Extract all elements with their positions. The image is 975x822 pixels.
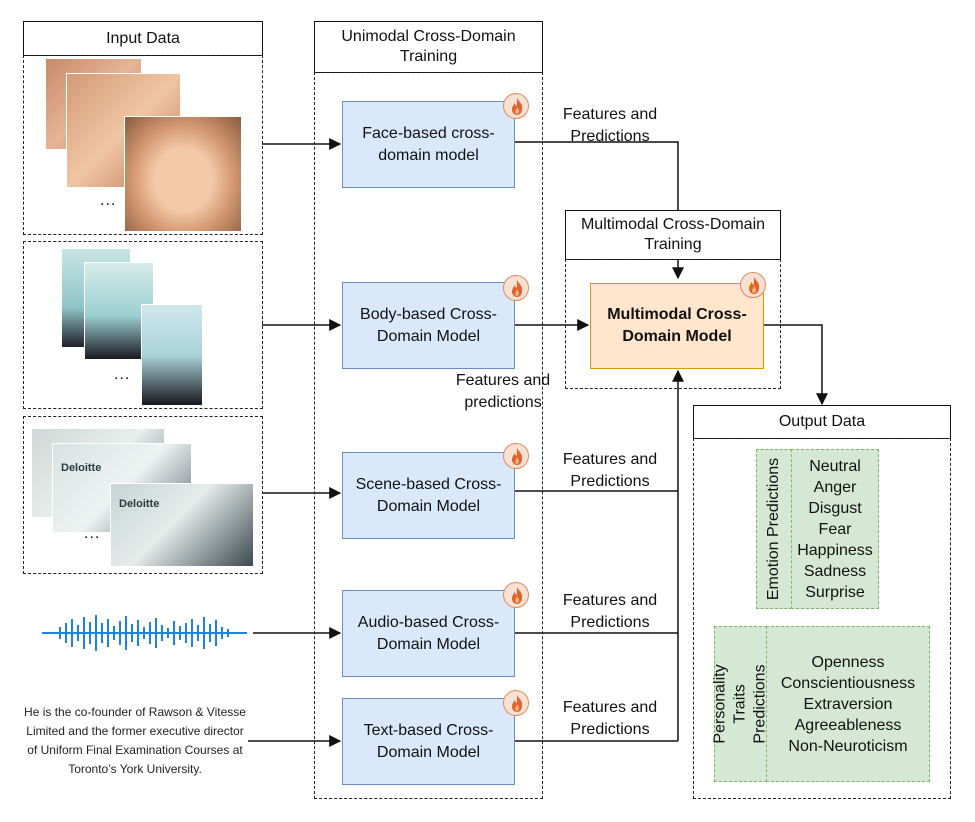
flame-glyph: [512, 695, 523, 712]
fire-icon: [503, 690, 529, 716]
emotion-predictions-list: Neutral Anger Disgust Fear Happiness Sad…: [791, 449, 879, 609]
personality-item: Agreeableness: [794, 716, 902, 734]
emotion-predictions-label: Emotion Predictions: [756, 449, 792, 609]
body-frame-3: [141, 304, 203, 406]
face-frame-3: [124, 116, 242, 232]
emotion-item: Anger: [813, 478, 857, 496]
scene-frames-ellipsis: ...: [84, 525, 101, 542]
flame-glyph: [512, 280, 523, 297]
fire-icon: [740, 272, 766, 298]
emotion-item: Disgust: [808, 499, 862, 517]
emotion-item: Neutral: [809, 457, 861, 475]
emotion-item: Sadness: [803, 562, 867, 580]
body-frames-panel: ...: [23, 241, 263, 409]
flame-glyph: [512, 587, 523, 604]
personality-item: Openness: [811, 653, 885, 671]
face-frames-ellipsis: ...: [100, 192, 117, 209]
personality-predictions-list: Openness Conscientiousness Extraversion …: [766, 626, 930, 782]
header-unimodal-training: Unimodal Cross-Domain Training: [314, 21, 543, 73]
header-multimodal-training: Multimodal Cross-Domain Training: [565, 210, 781, 260]
fire-icon: [503, 93, 529, 119]
flame-glyph: [749, 277, 760, 294]
flame-glyph: [512, 448, 523, 465]
edge-label-scene: Features and Predictions: [562, 451, 658, 490]
personality-predictions-title: Personality Traits Predictions: [711, 664, 769, 744]
body-frames-ellipsis: ...: [114, 366, 131, 383]
multimodal-training-panel: [565, 259, 781, 389]
emotion-predictions-title: Emotion Predictions: [765, 457, 783, 601]
fire-icon: [503, 582, 529, 608]
emotion-item: Surprise: [805, 583, 865, 601]
multimodal-model-box: Multimodal Cross-Domain Model: [590, 283, 764, 369]
personality-item: Conscientiousness: [780, 674, 916, 692]
edge-label-body: Features and predictions: [455, 372, 551, 411]
audio-model-box: Audio-based Cross-Domain Model: [342, 590, 515, 677]
output-data-panel: [693, 438, 951, 799]
deloitte-text-2: Deloitte: [119, 498, 160, 510]
flame-glyph: [512, 98, 523, 115]
unimodal-training-panel: [314, 72, 543, 799]
text-input-transcript: He is the co-founder of Rawson & Vitesse…: [24, 705, 246, 776]
face-model-box: Face-based cross-domain model: [342, 101, 515, 188]
fire-icon: [503, 275, 529, 301]
personality-predictions-label: Personality Traits Predictions: [712, 626, 769, 782]
personality-item: Extraversion: [803, 695, 893, 713]
body-model-box: Body-based Cross-Domain Model: [342, 282, 515, 369]
edge-label-face: Features and Predictions: [562, 106, 658, 145]
emotion-item: Happiness: [797, 541, 873, 559]
header-output-data: Output Data: [693, 405, 951, 439]
fire-icon: [503, 443, 529, 469]
edge-label-audio: Features and Predictions: [562, 592, 658, 631]
personality-item: Non-Neuroticism: [788, 737, 908, 755]
scene-model-box: Scene-based Cross-Domain Model: [342, 452, 515, 539]
deloitte-text-1: Deloitte: [61, 462, 102, 474]
emotion-item: Fear: [818, 520, 852, 538]
edge-label-text: Features and Predictions: [562, 699, 658, 738]
face-frames-panel: ...: [23, 55, 263, 235]
scene-frame-3: Deloitte: [110, 483, 254, 567]
audio-waveform-icon: [42, 615, 247, 651]
scene-frames-panel: Deloitte Deloitte ...: [23, 416, 263, 574]
connector-multimodal-output: [763, 324, 828, 406]
header-input-data: Input Data: [23, 21, 263, 56]
text-model-box: Text-based Cross-Domain Model: [342, 698, 515, 785]
